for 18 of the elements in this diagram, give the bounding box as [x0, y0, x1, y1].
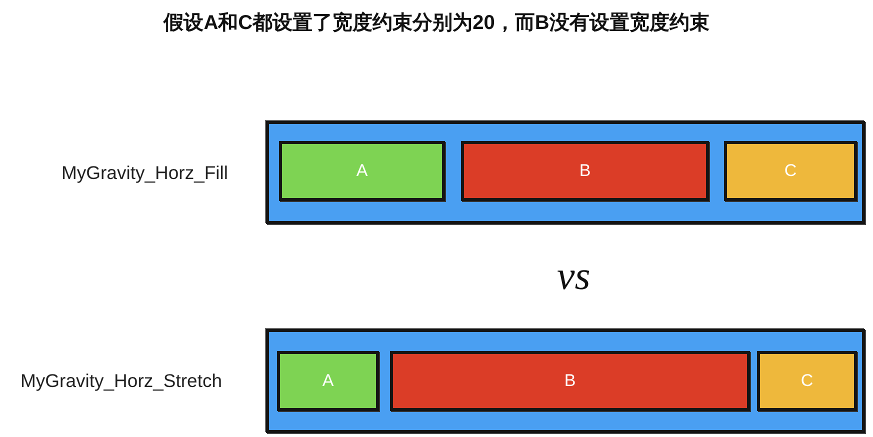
view-block	[724, 141, 857, 201]
versus-label: vs	[557, 256, 590, 296]
layout-container	[266, 329, 865, 433]
view-block	[279, 141, 445, 201]
block-label: B	[579, 161, 591, 181]
view-block	[757, 351, 857, 411]
block-label: C	[784, 161, 797, 181]
block-label: A	[322, 371, 334, 391]
block-label: C	[800, 371, 814, 391]
view-block	[390, 351, 750, 411]
title: 假设A和C都设置了宽度约束分别为20，而B没有设置宽度约束	[162, 10, 710, 36]
layout-container	[266, 121, 865, 224]
layout-name: MyGravity_Horz_Stretch	[20, 370, 222, 392]
block-label: B	[564, 371, 576, 391]
view-block	[277, 351, 379, 411]
block-label: A	[356, 161, 368, 181]
layout-name: MyGravity_Horz_Fill	[61, 162, 228, 184]
view-block	[461, 141, 709, 201]
